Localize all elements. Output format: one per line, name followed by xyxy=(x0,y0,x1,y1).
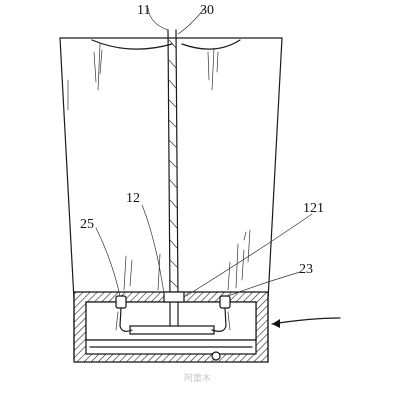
label-25: 25 xyxy=(80,217,94,232)
label-30: 30 xyxy=(200,3,214,18)
splash-marks xyxy=(123,229,251,291)
sensor-left xyxy=(115,295,133,332)
top-lid xyxy=(67,39,241,111)
label-11: 11 xyxy=(137,3,150,18)
side-mark xyxy=(243,231,247,241)
label-23: 23 xyxy=(299,262,313,277)
top-leaders xyxy=(147,7,206,35)
rod-collar xyxy=(163,291,185,303)
label-121: 121 xyxy=(303,201,324,216)
sensor-right xyxy=(211,295,231,332)
central-rod xyxy=(167,29,179,301)
label-12: 12 xyxy=(126,191,140,206)
lower-leaders xyxy=(95,204,313,297)
watermark: 阿童木 xyxy=(184,372,211,384)
inlet-arrow xyxy=(271,317,341,328)
drain-hole xyxy=(211,351,221,361)
